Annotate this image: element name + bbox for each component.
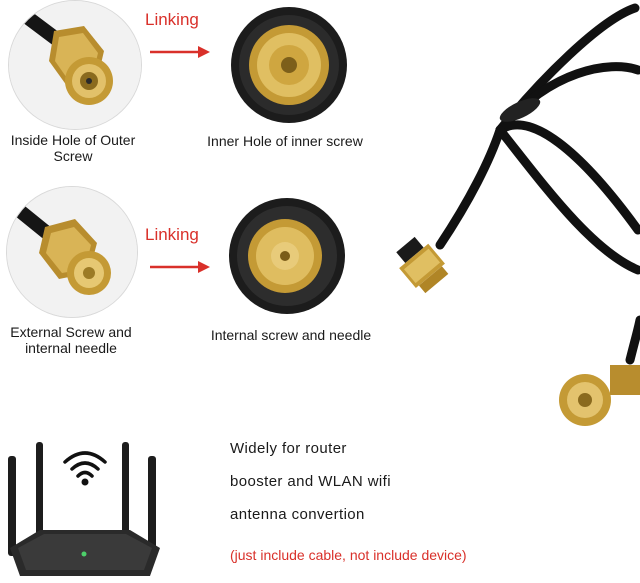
caption-internal-screw: Internal screw and needle [210,327,372,343]
description-line-3: antenna convertion [230,506,365,523]
right-arrow-icon [150,46,210,58]
linking-label-top: Linking [145,10,199,29]
caption-external-screw-line1: External Screw and [10,324,132,340]
connector-photo-internal-screw [222,196,352,316]
connector-photo-inner-hole [224,4,354,126]
caption-external-screw-line2: internal needle [25,340,117,356]
connector-photo-external-screw [6,186,138,318]
caption-outer-screw: Inside Hole of Outer Screw [0,132,146,164]
package-note: (just include cable, not include device) [230,547,467,563]
caption-external-screw: External Screw and internal needle [0,324,142,356]
wifi-icon [63,451,107,486]
right-arrow-icon [150,261,210,273]
router-image [8,442,160,576]
description-line-1: Widely for router [230,440,347,457]
description-line-2: booster and WLAN wifi [230,473,391,490]
caption-outer-screw-line1: Inside Hole of Outer [10,132,136,148]
antenna-cable-image [396,3,640,426]
caption-outer-screw-line2: Screw [53,148,93,164]
connector-photo-outer-screw [8,0,142,130]
linking-label-middle: Linking [145,225,199,244]
caption-inner-hole: Inner Hole of inner screw [207,133,363,149]
